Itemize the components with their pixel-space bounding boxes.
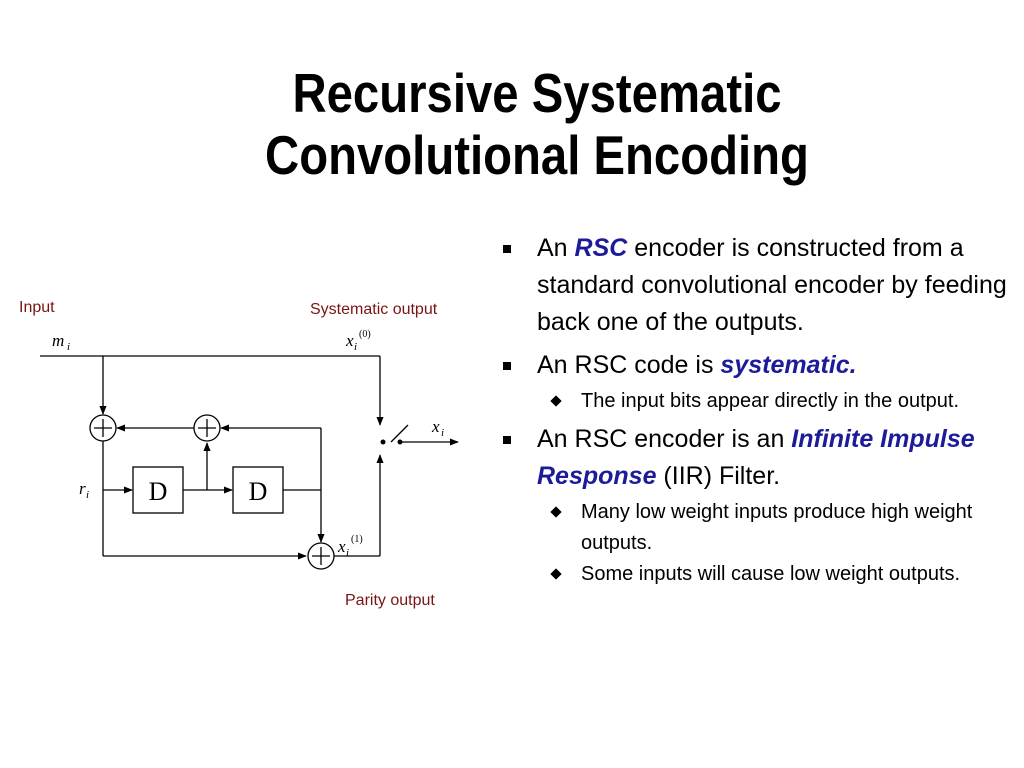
feedback-adder bbox=[89, 414, 117, 442]
systematic-output-label: Systematic output bbox=[310, 301, 438, 318]
diamond-bullet-icon bbox=[550, 568, 562, 580]
diamond-bullet-icon bbox=[550, 506, 562, 518]
delay-label-2: D bbox=[249, 477, 268, 506]
switch-contact-left bbox=[380, 439, 386, 445]
r-i-label: r i bbox=[79, 479, 89, 501]
title-line-2: Convolutional Encoding bbox=[265, 124, 809, 186]
bullet-list: An RSC encoder is constructed from a sta… bbox=[496, 230, 1016, 594]
svg-text:i: i bbox=[67, 341, 70, 353]
svg-text:x: x bbox=[431, 417, 440, 436]
svg-text:x: x bbox=[345, 331, 354, 350]
x-i-0-label: x i (0) bbox=[345, 329, 371, 353]
svg-text:x: x bbox=[337, 537, 346, 556]
svg-text:m: m bbox=[52, 331, 64, 350]
iir-term: Infinite Impulse Response bbox=[537, 425, 975, 490]
switch-contact-right bbox=[397, 439, 403, 445]
sub-bullet-low-weight-high: Many low weight inputs produce high weig… bbox=[496, 497, 1016, 559]
square-bullet-icon bbox=[503, 436, 511, 444]
m-i-label: m i bbox=[52, 331, 70, 353]
diamond-bullet-icon bbox=[550, 395, 562, 407]
svg-text:i: i bbox=[346, 547, 349, 559]
svg-text:i: i bbox=[86, 489, 89, 501]
delay-label-1: D bbox=[149, 477, 168, 506]
square-bullet-icon bbox=[503, 362, 511, 370]
svg-text:(1): (1) bbox=[351, 534, 363, 545]
rsc-term: RSC bbox=[574, 234, 628, 262]
svg-text:r: r bbox=[79, 479, 86, 498]
input-label: Input bbox=[19, 299, 55, 316]
svg-text:i: i bbox=[354, 341, 357, 353]
bullet-iir: An RSC encoder is an Infinite Impulse Re… bbox=[496, 421, 1016, 495]
slide-title: Recursive Systematic Convolutional Encod… bbox=[75, 62, 999, 186]
output-switch bbox=[390, 424, 459, 446]
systematic-term: systematic. bbox=[720, 351, 857, 379]
sub-bullet-low-weight-low: Some inputs will cause low weight output… bbox=[496, 559, 1016, 590]
sub-bullet-input-bits: The input bits appear directly in the ou… bbox=[496, 386, 1016, 417]
square-bullet-icon bbox=[503, 245, 511, 253]
x-i-label: x i bbox=[431, 417, 444, 439]
feedback-tap-adder bbox=[193, 414, 221, 442]
rsc-encoder-diagram: Input Systematic output Parity output m … bbox=[19, 299, 459, 609]
bullet-systematic: An RSC code is systematic. bbox=[496, 347, 1016, 384]
parity-output-label: Parity output bbox=[345, 592, 435, 609]
svg-text:(0): (0) bbox=[359, 329, 371, 340]
bullet-rsc-definition: An RSC encoder is constructed from a sta… bbox=[496, 230, 1016, 341]
parity-adder bbox=[307, 542, 335, 570]
title-line-1: Recursive Systematic bbox=[292, 62, 782, 124]
svg-text:i: i bbox=[441, 427, 444, 439]
x-i-1-label: x i (1) bbox=[337, 534, 363, 559]
